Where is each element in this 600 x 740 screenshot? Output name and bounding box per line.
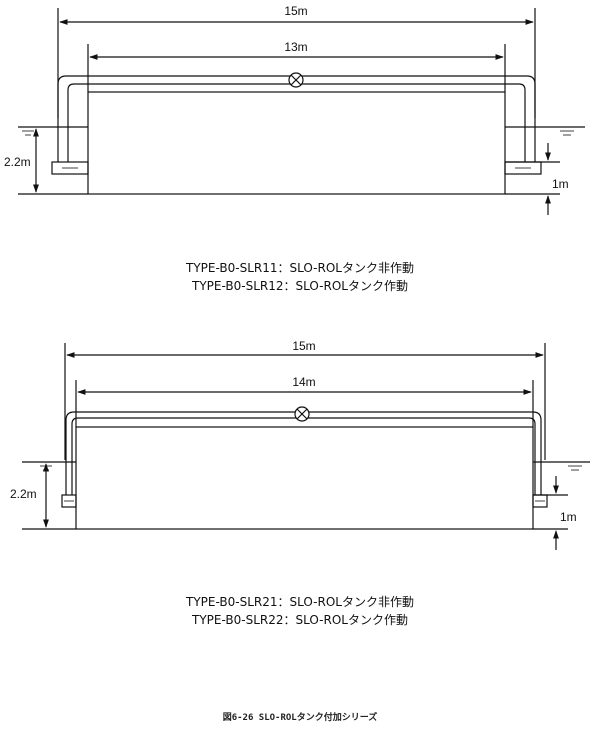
inner-dim-label: 13m bbox=[284, 40, 307, 54]
draft-dim-label: 2.2m bbox=[10, 487, 37, 501]
outer-dim-label: 15m bbox=[284, 4, 307, 18]
valve-cross bbox=[290, 74, 302, 86]
diagram-2 bbox=[22, 343, 590, 550]
hull-body bbox=[87, 91, 506, 195]
valve-cross bbox=[296, 408, 308, 420]
diagram-1 bbox=[18, 8, 585, 215]
caption-line: TYPE-B0-SLR22：SLO-ROLタンク作動 bbox=[192, 613, 408, 627]
caption-line: TYPE-B0-SLR21：SLO-ROLタンク非作動 bbox=[186, 595, 414, 609]
caption-line: TYPE-B0-SLR12：SLO-ROLタンク作動 bbox=[192, 279, 408, 293]
tank-depth-label: 1m bbox=[560, 510, 577, 524]
tank-pipe-outer bbox=[57, 75, 536, 162]
tank-pipe-outer bbox=[65, 411, 542, 495]
tank-pipe-inner bbox=[67, 83, 526, 162]
tank-left bbox=[61, 494, 77, 508]
outer-dim-label: 15m bbox=[292, 339, 315, 353]
caption-block-2: TYPE-B0-SLR21：SLO-ROLタンク非作動 TYPE-B0-SLR2… bbox=[0, 593, 600, 629]
tank-left bbox=[51, 161, 89, 175]
hull-body bbox=[75, 426, 534, 530]
draft-dim-label: 2.2m bbox=[4, 155, 31, 169]
figure-caption: 図6-26 SLO-ROLタンク付加シリーズ bbox=[222, 713, 378, 723]
caption-line: TYPE-B0-SLR11：SLO-ROLタンク非作動 bbox=[186, 261, 414, 275]
tank-depth-label: 1m bbox=[552, 177, 569, 191]
caption-block-1: TYPE-B0-SLR11：SLO-ROLタンク非作動 TYPE-B0-SLR1… bbox=[0, 259, 600, 295]
inner-dim-label: 14m bbox=[292, 375, 315, 389]
tank-pipe-inner bbox=[71, 417, 536, 495]
